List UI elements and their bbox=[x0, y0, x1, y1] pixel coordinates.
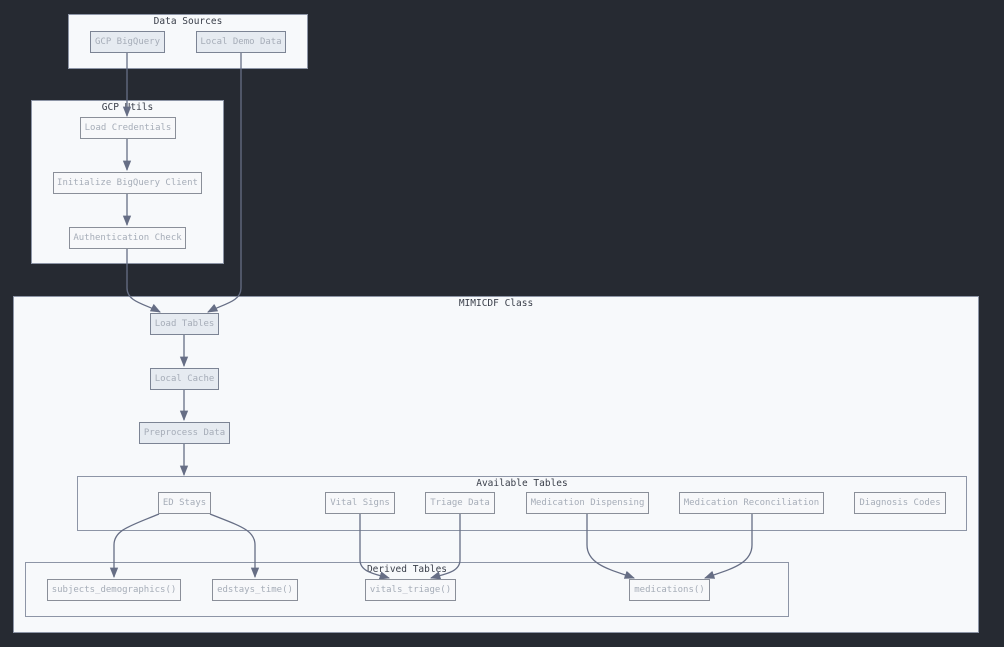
node-vital-signs[interactable]: Vital Signs bbox=[325, 492, 395, 514]
edge-edstays-to-time bbox=[209, 513, 260, 579]
node-medications[interactable]: medications() bbox=[629, 579, 710, 601]
edge-reconciliation-to-medications bbox=[704, 514, 753, 579]
edge-edstays-to-demographics bbox=[109, 513, 160, 579]
node-diagnosis-codes[interactable]: Diagnosis Codes bbox=[854, 492, 946, 514]
cluster-title-mimic-class: MIMICDF Class bbox=[458, 298, 534, 309]
cluster-title-data-sources: Data Sources bbox=[153, 16, 223, 27]
node-initialize-bigquery-client[interactable]: Initialize BigQuery Client bbox=[53, 172, 202, 194]
node-preprocess-data[interactable]: Preprocess Data bbox=[139, 422, 230, 444]
edge-triage-to-vitals-triage bbox=[429, 514, 461, 580]
node-vitals-triage[interactable]: vitals_triage() bbox=[365, 579, 456, 601]
edge-dispensing-to-medications bbox=[586, 514, 635, 579]
node-ed-stays[interactable]: ED Stays bbox=[158, 492, 211, 514]
cluster-title-available-tables: Available Tables bbox=[476, 478, 568, 489]
node-load-tables[interactable]: Load Tables bbox=[150, 313, 219, 335]
node-local-cache[interactable]: Local Cache bbox=[150, 368, 219, 390]
node-medication-dispensing[interactable]: Medication Dispensing bbox=[526, 492, 649, 514]
node-local-demo-data[interactable]: Local Demo Data bbox=[196, 31, 286, 53]
node-subjects-demographics[interactable]: subjects_demographics() bbox=[47, 579, 181, 601]
edge-auth-to-load-tables bbox=[126, 249, 161, 313]
node-authentication-check[interactable]: Authentication Check bbox=[69, 227, 186, 249]
node-gcp-bigquery[interactable]: GCP BigQuery bbox=[90, 31, 165, 53]
node-medication-reconciliation[interactable]: Medication Reconciliation bbox=[679, 492, 824, 514]
node-load-credentials[interactable]: Load Credentials bbox=[80, 117, 176, 139]
node-triage-data[interactable]: Triage Data bbox=[425, 492, 495, 514]
edge-vitals-to-vitals-triage bbox=[359, 514, 391, 580]
cluster-title-derived-tables: Derived Tables bbox=[366, 564, 448, 575]
edge-demo-to-load-tables bbox=[207, 53, 242, 313]
node-edstays-time[interactable]: edstays_time() bbox=[212, 579, 298, 601]
